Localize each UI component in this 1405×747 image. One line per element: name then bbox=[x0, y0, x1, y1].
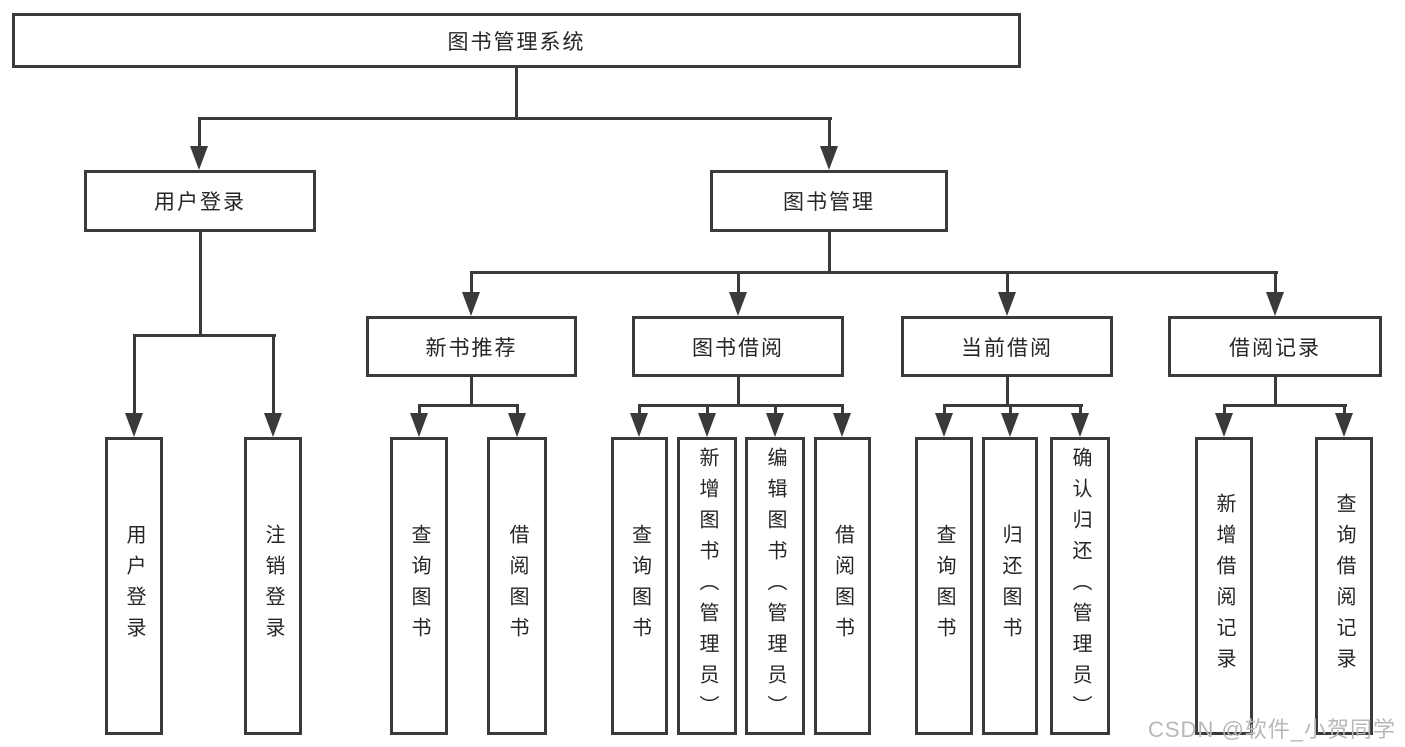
connector-line bbox=[828, 117, 831, 147]
connector-line bbox=[470, 377, 473, 406]
node-label: 新书推荐 bbox=[425, 336, 518, 360]
connector-line bbox=[943, 404, 1083, 407]
leaf-label: 新增借阅记录 bbox=[1213, 493, 1235, 679]
connector-line bbox=[943, 404, 946, 414]
leaf-label: 借阅图书 bbox=[506, 524, 528, 648]
node-new-book-recommend: 新书推荐 bbox=[366, 316, 577, 377]
connector-line bbox=[198, 117, 201, 147]
arrow-down-icon bbox=[998, 292, 1016, 316]
leaf-user-login: 用户登录 bbox=[105, 437, 163, 735]
leaf-confirm-return-admin: 确认归还（管理员） bbox=[1050, 437, 1110, 735]
connector-line bbox=[515, 68, 518, 120]
leaf-query-borrow-record: 查询借阅记录 bbox=[1315, 437, 1373, 735]
node-borrow-record: 借阅记录 bbox=[1168, 316, 1382, 377]
connector-line bbox=[1009, 404, 1012, 414]
leaf-label: 新增图书（管理员） bbox=[696, 446, 718, 726]
leaf-current-query-book: 查询图书 bbox=[915, 437, 973, 735]
leaf-rec-borrow-book: 借阅图书 bbox=[487, 437, 547, 735]
arrow-down-icon bbox=[462, 292, 480, 316]
arrow-down-icon bbox=[630, 413, 648, 437]
leaf-return-book: 归还图书 bbox=[982, 437, 1038, 735]
connector-line bbox=[1274, 377, 1277, 406]
connector-line bbox=[706, 404, 709, 414]
connector-line bbox=[418, 404, 519, 407]
leaf-add-borrow-record: 新增借阅记录 bbox=[1195, 437, 1253, 735]
connector-line bbox=[418, 404, 421, 414]
connector-line bbox=[1079, 404, 1082, 414]
leaf-label: 归还图书 bbox=[999, 524, 1021, 648]
leaf-label: 查询图书 bbox=[408, 524, 430, 648]
arrow-down-icon bbox=[1001, 413, 1019, 437]
connector-line bbox=[199, 232, 202, 336]
leaf-label: 查询图书 bbox=[933, 524, 955, 648]
leaf-label: 编辑图书（管理员） bbox=[764, 446, 786, 726]
connector-line bbox=[1223, 404, 1226, 414]
node-label: 图书管理系统 bbox=[447, 30, 586, 54]
node-label: 当前借阅 bbox=[961, 336, 1053, 360]
connector-line bbox=[1274, 271, 1277, 293]
connector-line bbox=[1006, 377, 1009, 406]
connector-line bbox=[841, 404, 844, 414]
node-user-login: 用户登录 bbox=[84, 170, 316, 232]
arrow-down-icon bbox=[766, 413, 784, 437]
arrow-down-icon bbox=[264, 413, 282, 437]
node-label: 图书借阅 bbox=[692, 336, 784, 360]
leaf-label: 查询图书 bbox=[628, 524, 651, 648]
arrow-down-icon bbox=[1266, 292, 1284, 316]
arrow-down-icon bbox=[729, 292, 747, 316]
leaf-borrow-query-book: 查询图书 bbox=[611, 437, 668, 735]
leaf-label: 查询借阅记录 bbox=[1333, 493, 1355, 679]
leaf-rec-query-book: 查询图书 bbox=[390, 437, 448, 735]
connector-line bbox=[737, 377, 740, 406]
connector-line bbox=[1343, 404, 1346, 414]
node-book-management: 图书管理 bbox=[710, 170, 948, 232]
node-label: 借阅记录 bbox=[1229, 336, 1321, 360]
watermark: CSDN @软件_小贺同学 bbox=[1148, 717, 1397, 742]
leaf-logout: 注销登录 bbox=[244, 437, 302, 735]
connector-line bbox=[828, 232, 831, 273]
leaf-label: 用户登录 bbox=[123, 524, 145, 648]
arrow-down-icon bbox=[833, 413, 851, 437]
connector-line bbox=[774, 404, 777, 414]
leaf-borrow-book: 借阅图书 bbox=[814, 437, 871, 735]
leaf-label: 借阅图书 bbox=[831, 524, 854, 648]
node-root: 图书管理系统 bbox=[12, 13, 1021, 68]
connector-line bbox=[1223, 404, 1347, 407]
arrow-down-icon bbox=[820, 146, 838, 170]
connector-line bbox=[1006, 271, 1009, 293]
node-label: 图书管理 bbox=[783, 191, 875, 214]
node-current-borrow: 当前借阅 bbox=[901, 316, 1113, 377]
leaf-label: 确认归还（管理员） bbox=[1069, 446, 1091, 726]
connector-line bbox=[198, 117, 832, 120]
connector-line bbox=[638, 404, 844, 407]
arrow-down-icon bbox=[698, 413, 716, 437]
connector-line bbox=[516, 404, 519, 414]
connector-line bbox=[737, 271, 740, 293]
leaf-label: 注销登录 bbox=[262, 524, 284, 648]
connector-line bbox=[133, 334, 136, 414]
connector-line bbox=[470, 271, 473, 293]
leaf-edit-book-admin: 编辑图书（管理员） bbox=[745, 437, 805, 735]
connector-line bbox=[470, 271, 1278, 274]
node-label: 用户登录 bbox=[154, 191, 246, 214]
arrow-down-icon bbox=[935, 413, 953, 437]
connector-line bbox=[638, 404, 641, 414]
arrow-down-icon bbox=[508, 413, 526, 437]
connector-line bbox=[272, 334, 275, 414]
node-book-borrow: 图书借阅 bbox=[632, 316, 844, 377]
arrow-down-icon bbox=[1335, 413, 1353, 437]
arrow-down-icon bbox=[1215, 413, 1233, 437]
connector-line bbox=[133, 334, 276, 337]
leaf-add-book-admin: 新增图书（管理员） bbox=[677, 437, 737, 735]
arrow-down-icon bbox=[125, 413, 143, 437]
arrow-down-icon bbox=[410, 413, 428, 437]
arrow-down-icon bbox=[190, 146, 208, 170]
arrow-down-icon bbox=[1071, 413, 1089, 437]
